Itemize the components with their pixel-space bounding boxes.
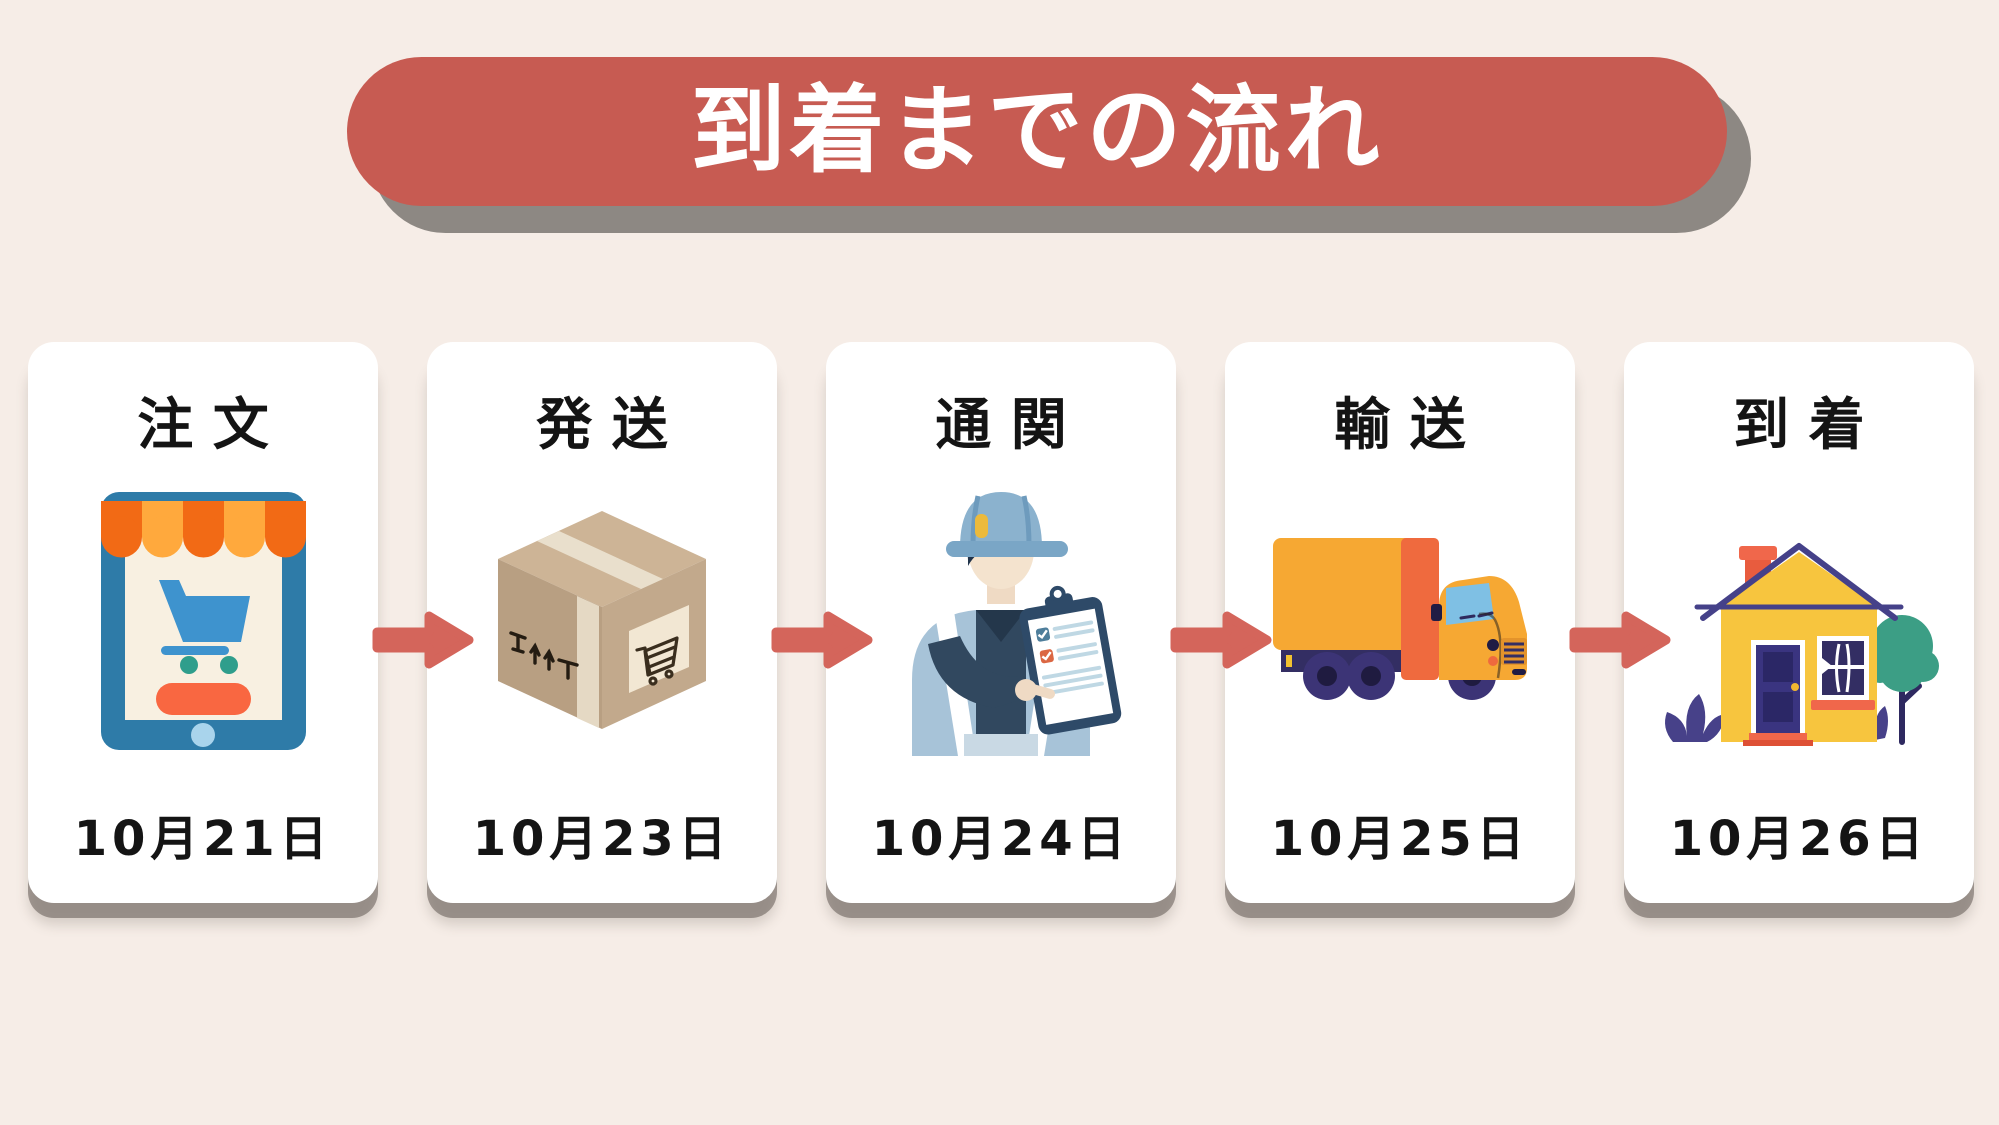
online-store-tablet-icon [100, 492, 306, 750]
step-date: 10月23日 [472, 811, 732, 867]
window [1811, 636, 1875, 710]
step-label: 発送 [536, 393, 688, 458]
flow-arrow-icon [771, 611, 873, 669]
awning [100, 501, 306, 558]
fragile-marks [509, 631, 579, 680]
package-box-icon [498, 511, 706, 729]
step-card-order: 注文 [28, 342, 378, 903]
step-card-customs: 通関 [826, 342, 1176, 903]
page-title: 到着までの流れ [690, 76, 1384, 186]
step-icon-box [427, 460, 777, 780]
step-card-transport: 輸送 [1225, 342, 1575, 903]
step-date: 10月26日 [1669, 811, 1929, 867]
door [1743, 640, 1813, 746]
step-label: 輸送 [1334, 393, 1486, 458]
step-label: 注文 [137, 393, 289, 458]
step-card-shipping: 発送 [427, 342, 777, 903]
step-label: 到着 [1733, 393, 1885, 458]
cart-glyph [158, 580, 250, 674]
flow-arrow-icon [372, 611, 474, 669]
step-label: 通関 [935, 393, 1087, 458]
step-icon-box [28, 460, 378, 780]
step-icon-box [1225, 460, 1575, 780]
step-date: 10月24日 [871, 811, 1131, 867]
label-cart-glyph [635, 636, 679, 686]
title-banner: 到着までの流れ [347, 57, 1727, 206]
flow-arrow-icon [1170, 611, 1272, 669]
house-icon [1665, 543, 1939, 746]
customs-inspector-icon [912, 492, 1122, 756]
step-icon-box [826, 460, 1176, 780]
delivery-truck-icon [1273, 538, 1527, 700]
step-icon-box [1624, 460, 1974, 780]
step-card-arrival: 到着 [1624, 342, 1974, 903]
step-date: 10月21日 [73, 811, 333, 867]
tree [1861, 615, 1939, 745]
bush-left [1665, 694, 1725, 742]
step-date: 10月25日 [1270, 811, 1530, 867]
flow-arrow-icon [1569, 611, 1671, 669]
